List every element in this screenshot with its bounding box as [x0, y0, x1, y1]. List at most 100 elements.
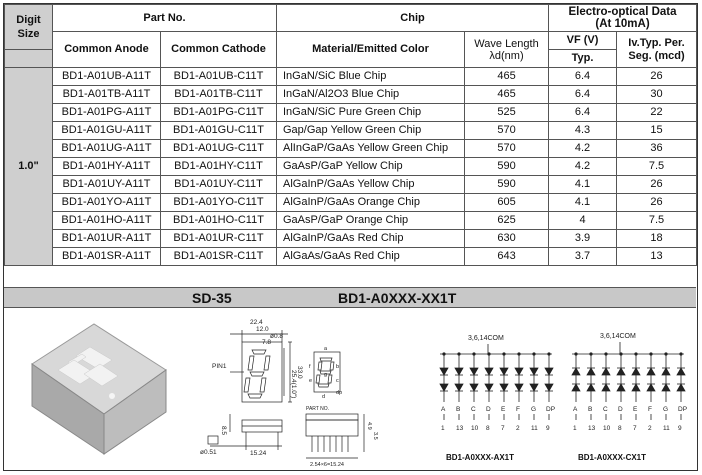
- pin-number: 2: [648, 425, 652, 432]
- iv-label: Iv.Typ. Per.: [628, 36, 685, 49]
- segment-letter: G: [531, 406, 536, 413]
- caption-cathode: BD1-A0XXX-CX1T: [578, 453, 646, 462]
- vf-cell: 4.1: [548, 193, 618, 212]
- digit-size-spacer: [4, 49, 53, 68]
- diode: [499, 352, 509, 402]
- com-label-anode: 3,6,14COM: [468, 335, 504, 342]
- diode: [544, 352, 554, 402]
- seg-label-f: f: [309, 364, 311, 370]
- segment-letter: F: [648, 406, 652, 413]
- wave-length-cell: 605: [463, 193, 550, 212]
- decimal-point-render: [109, 393, 115, 399]
- anode-part: BD1-A01HY-A11T: [52, 157, 161, 176]
- iv-cell: 18: [616, 229, 698, 248]
- iv-cell: 36: [616, 139, 698, 158]
- wave-length-cell: 465: [463, 85, 550, 104]
- wave-length-unit: λd(nm): [489, 49, 524, 62]
- electro-subtitle: (At 10mA): [595, 18, 650, 30]
- anode-network: [440, 344, 552, 355]
- vf-cell: 4.2: [548, 157, 618, 176]
- digit-size-header: Digit Size: [4, 4, 53, 50]
- vf-cell: 4.1: [548, 175, 618, 194]
- material-header: Material/Emitted Color: [276, 31, 465, 68]
- electro-header: Electro-optical Data (At 10mA): [548, 4, 698, 32]
- segment-letter: DP: [546, 406, 555, 413]
- segment-letter: E: [501, 406, 506, 413]
- digit-size-value: 1.0": [4, 67, 53, 266]
- pin-number: 7: [501, 425, 505, 432]
- vf-cell: 3.9: [548, 229, 618, 248]
- diode: [586, 352, 596, 402]
- material-cell: GaAsP/GaP Orange Chip: [276, 211, 465, 230]
- wave-length-cell: 570: [463, 121, 550, 140]
- wave-length-cell: 643: [463, 247, 550, 266]
- diode: [661, 352, 671, 402]
- material-cell: AlGaInP/GaAs Yellow Chip: [276, 175, 465, 194]
- seg-label-dp: dp: [336, 390, 342, 396]
- pin-number: 2: [516, 425, 520, 432]
- wave-length-cell: 525: [463, 103, 550, 122]
- iv-cell: 13: [616, 247, 698, 266]
- material-cell: InGaN/Al2O3 Blue Chip: [276, 85, 465, 104]
- diode: [601, 352, 611, 402]
- pin-label: PIN1: [212, 363, 227, 370]
- seg-label-b: b: [336, 364, 339, 370]
- pin-number: 8: [486, 425, 490, 432]
- pin-number: 13: [456, 425, 464, 432]
- cathode-part: BD1-A01UY-C11T: [160, 175, 277, 194]
- dim-c: ø0.8: [270, 333, 283, 340]
- segment-letter: E: [633, 406, 638, 413]
- wave-length-cell: 625: [463, 211, 550, 230]
- pin-number: 1: [573, 425, 577, 432]
- cathode-part: BD1-A01YO-C11T: [160, 193, 277, 212]
- chip-header: Chip: [275, 4, 550, 32]
- diode: [469, 352, 479, 402]
- diode: [514, 352, 524, 402]
- cathode-part: BD1-A01UG-C11T: [160, 139, 277, 158]
- segment-letter: D: [618, 406, 623, 413]
- iv-cell: 7.5: [616, 157, 698, 176]
- caption-anode: BD1-A0XXX-AX1T: [446, 453, 514, 462]
- anode-part: BD1-A01UY-A11T: [52, 175, 161, 194]
- series-bar: SD-35 BD1-A0XXX-XX1T: [4, 287, 696, 308]
- seg-label-a: a: [324, 346, 328, 352]
- cathode-part: BD1-A01PG-C11T: [160, 103, 277, 122]
- digit-segments-render: [57, 346, 119, 387]
- anode-part: BD1-A01GU-A11T: [52, 121, 161, 140]
- anode-part: BD1-A01UG-A11T: [52, 139, 161, 158]
- iv-cell: 15: [616, 121, 698, 140]
- iv-cell: 26: [616, 67, 698, 86]
- segment-letter: A: [573, 406, 578, 413]
- cathode-part: BD1-A01UB-C11T: [160, 67, 277, 86]
- diode: [631, 352, 641, 402]
- iv-cell: 30: [616, 85, 698, 104]
- material-cell: Gap/Gap Yellow Green Chip: [276, 121, 465, 140]
- cathode-part: BD1-A01SR-C11T: [160, 247, 277, 266]
- typ-header: Typ.: [548, 49, 618, 68]
- pin-number: 10: [603, 425, 611, 432]
- seg-label-g: g: [324, 372, 327, 378]
- vf-cell: 4.3: [548, 121, 618, 140]
- anode-part: BD1-A01SR-A11T: [52, 247, 161, 266]
- series-part-number: BD1-A0XXX-XX1T: [338, 290, 457, 306]
- pin-number: 13: [588, 425, 596, 432]
- pin-number: 7: [633, 425, 637, 432]
- iv-cell: 7.5: [616, 211, 698, 230]
- cathode-part: BD1-A01UR-C11T: [160, 229, 277, 248]
- iv-cell: 22: [616, 103, 698, 122]
- diode: [529, 352, 539, 402]
- seg-label-e: e: [309, 378, 312, 384]
- vf-cell: 3.7: [548, 247, 618, 266]
- dim-right1: 4.9: [366, 422, 372, 430]
- pin-number: 10: [471, 425, 479, 432]
- seg-label-c: c: [336, 378, 339, 384]
- wave-length-cell: 465: [463, 67, 550, 86]
- diode: [676, 352, 686, 402]
